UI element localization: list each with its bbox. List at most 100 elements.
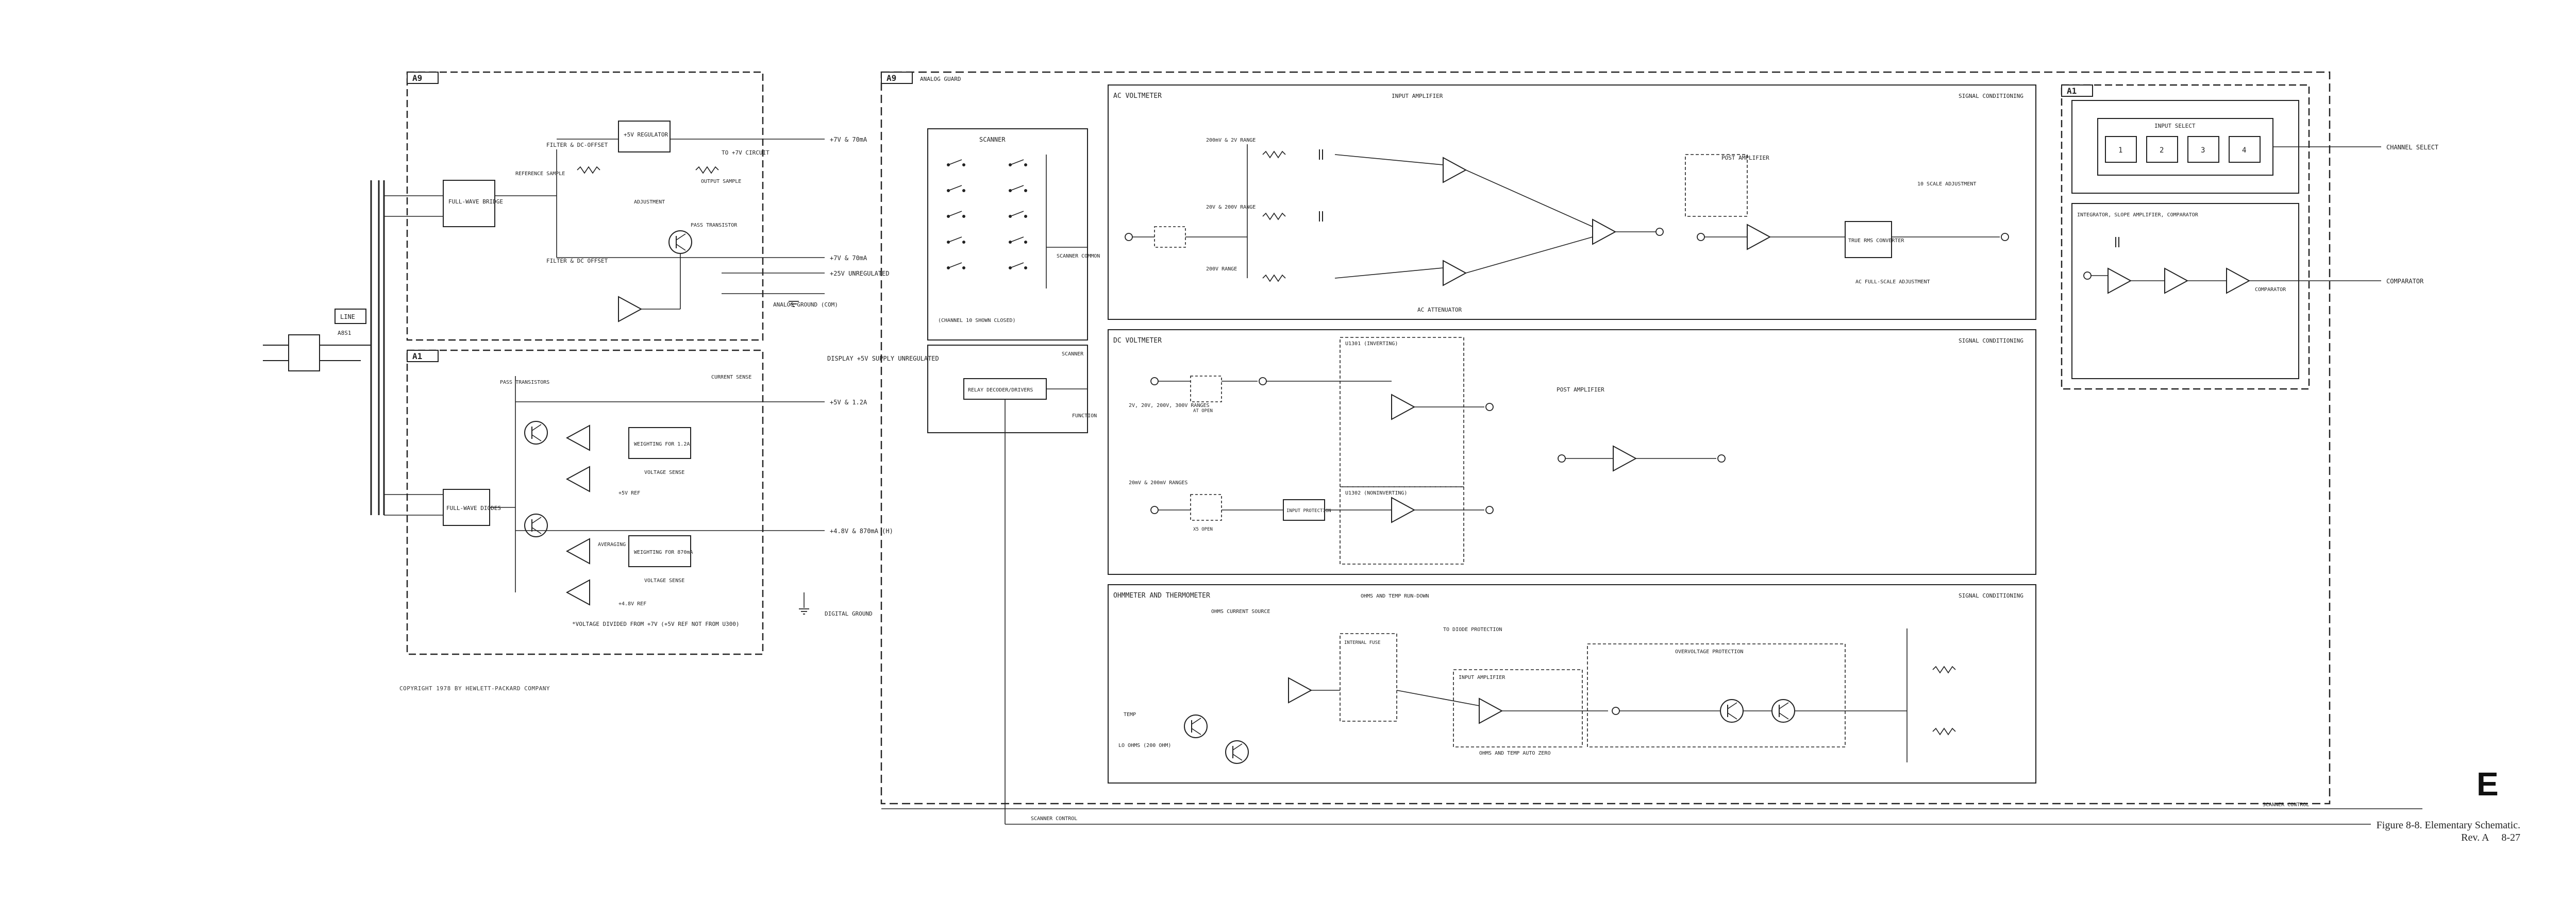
dc-noninverting-amp: [1391, 497, 1415, 523]
scanner-switch-6: [1008, 159, 1028, 167]
figure-caption: Figure 8-8. Elementary Schematic. Rev. A…: [2294, 819, 2520, 844]
ac-r201: [1262, 151, 1286, 158]
overvoltage-protection-box: [1587, 643, 1846, 747]
integrator-cap-c800: [2115, 236, 2119, 248]
full-wave-bridge-label: FULL-WAVE BRIDGE: [448, 198, 503, 205]
analog-board: A9 ANALOG GUARD SCANNER SCANNER COMMON (…: [880, 71, 2438, 825]
scanner-note: (CHANNEL 10 SHOWN CLOSED): [938, 318, 1016, 324]
ohmmeter-box: [1108, 584, 2036, 784]
voltage-divider-note: *VOLTAGE DIVIDED FROM +7V (+5V REF NOT F…: [572, 621, 740, 627]
ac-voltmeter-title: AC VOLTMETER: [1113, 92, 1162, 100]
ac-range-3-label: 200V RANGE: [1206, 266, 1237, 272]
ac-r202: [1262, 213, 1286, 220]
ac-input-terminal: [1125, 233, 1133, 241]
full-wave-diodes-label: FULL-WAVE DIODES: [446, 505, 501, 512]
overvoltage-protection-label: OVERVOLTAGE PROTECTION: [1675, 649, 1743, 655]
relay-decoder-box: [963, 378, 1047, 400]
integrator-section: INTEGRATOR, SLOPE AMPLIFIER, COMPARATOR …: [2071, 203, 2424, 379]
dc-noninverting-out: [1485, 506, 1494, 514]
input-select-title: INPUT SELECT: [2154, 123, 2196, 129]
ohm-r2531: [1932, 666, 1956, 673]
dc-inverting-amp: [1391, 394, 1415, 420]
internal-fuse-box: [1340, 633, 1397, 722]
ac-voltmeter-section: AC VOLTMETER SIGNAL CONDITIONING INPUT A…: [1108, 84, 2036, 320]
ohmmeter-section: OHMMETER AND THERMOMETER SIGNAL CONDITIO…: [1108, 584, 2036, 784]
ovp-transistor-1: [1720, 699, 1744, 723]
pass-transistor-label: PASS TRANSISTOR: [691, 223, 738, 228]
a1-power-board-outline: [406, 349, 764, 655]
integrator-amp-u1000: [2107, 268, 2131, 294]
function-label: FUNCTION: [1072, 413, 1097, 419]
ac-c201: [1319, 149, 1323, 160]
scanner-switch-1: [946, 159, 966, 167]
filter-bottom-label: FILTER & DC OFFSET: [546, 258, 608, 264]
a1-power-contents: FULL-WAVE DIODES +5V & 1.2A DISPLAY +5V …: [384, 355, 939, 627]
channel-select-label: CHANNEL SELECT: [2386, 144, 2438, 151]
digital-ground-symbol: [798, 608, 810, 615]
lo-ohms-label: LO OHMS (200 OHM): [1118, 743, 1171, 748]
dc-at-open-label: AT OPEN: [1193, 409, 1213, 414]
current-sense-label: CURRENT SENSE: [711, 375, 751, 380]
display-supply-label: DISPLAY +5V SUPPLY UNREGULATED: [827, 355, 939, 362]
a9-analog-board-label: A9: [886, 73, 896, 83]
voltage-sense-2-label: VOLTAGE SENSE: [644, 578, 684, 584]
ohm-current-amp: [1288, 677, 1312, 703]
figure-caption-title: Figure 8-8. Elementary Schematic.: [2376, 820, 2520, 831]
a9-analog-board-tag: [881, 72, 913, 84]
dc-inverting-label: U1301 (INVERTING): [1345, 341, 1398, 347]
a1-right-board-label: A1: [2067, 86, 2077, 96]
scanner-title: SCANNER: [979, 136, 1006, 143]
dc-signal-conditioning-label: SIGNAL CONDITIONING: [1959, 337, 2023, 344]
ac-fullscale-label: AC FULL-SCALE ADJUSTMENT: [1855, 279, 1930, 285]
ohms-current-source-label: OHMS CURRENT SOURCE: [1211, 609, 1270, 615]
analog-ground-label: ANALOG GROUND (COM): [773, 301, 838, 308]
comparator-amp-u1300: [2226, 268, 2250, 294]
scanner-control-label: SCANNER CONTROL: [1031, 816, 1077, 822]
regulator-box: [618, 121, 671, 152]
dc-voltmeter-box: [1108, 329, 2036, 575]
ac-output-amp: [1592, 219, 1616, 245]
scanner-switch-4: [946, 236, 966, 244]
ac-output-terminal: [2001, 233, 2009, 241]
pass-transistor-a: [524, 421, 548, 445]
comparator-out-label: COMPARATOR: [2386, 278, 2424, 285]
channel-3-box: [2187, 136, 2219, 163]
temp-label: TEMP: [1124, 712, 1136, 718]
a9-power-board-label: A9: [412, 73, 422, 83]
ohm-test-point: [1612, 707, 1620, 715]
dc-x5-open-label: X5 OPEN: [1193, 527, 1213, 532]
a9-analog-board-outline: [880, 71, 2331, 805]
diode-protection-label: TO DIODE PROTECTION: [1443, 627, 1502, 633]
a9-power-board-tag: [407, 72, 439, 84]
logic-out-label: +4.8V & 870mA (H): [830, 527, 893, 535]
copyright-notice: COPYRIGHT 1978 BY HEWLETT-PACKARD COMPAN…: [399, 685, 550, 692]
ohm-input-amp-u2000: [1479, 698, 1502, 724]
channel-2-box: [2146, 136, 2178, 163]
out-top-label: +7V & 70mA: [830, 136, 867, 143]
ohm-signal-conditioning-label: SIGNAL CONDITIONING: [1959, 592, 2023, 599]
scanner-switch-9: [1008, 236, 1028, 244]
ref-5v-label: +5V REF: [618, 490, 640, 496]
a1-right-board-outline: [2061, 84, 2310, 390]
line-input: LINE A8S1: [263, 180, 385, 515]
dc-range-2-label: 20mV & 200mV RANGES: [1129, 480, 1187, 486]
unreg-label: +25V UNREGULATED: [830, 270, 890, 277]
dc-inverting-out: [1485, 403, 1494, 411]
averaging-label: AVERAGING: [598, 542, 626, 548]
dc-x5-open-switch: [1190, 494, 1222, 521]
u104-amp: [566, 425, 590, 451]
full-wave-diodes-box: [443, 489, 490, 526]
weighting-2-label: WEIGHTING FOR 870mA: [634, 550, 693, 555]
channel-1-label: 1: [2118, 146, 2122, 155]
output-resistor: [695, 166, 719, 174]
scanner-switch-10: [1008, 262, 1028, 270]
scanner-switch-3: [946, 211, 966, 218]
weighting-1-box: [628, 427, 691, 459]
channel-1-box: [2105, 136, 2137, 163]
ohms-run-down-label: OHMS AND TEMP RUN-DOWN: [1361, 593, 1429, 599]
weighting-1-label: WEIGHTING FOR 1.2A: [634, 441, 690, 447]
lo-ohms-transistor: [1225, 740, 1249, 764]
u105-amp: [566, 538, 590, 564]
supply-out-label: +5V & 1.2A: [830, 399, 867, 406]
